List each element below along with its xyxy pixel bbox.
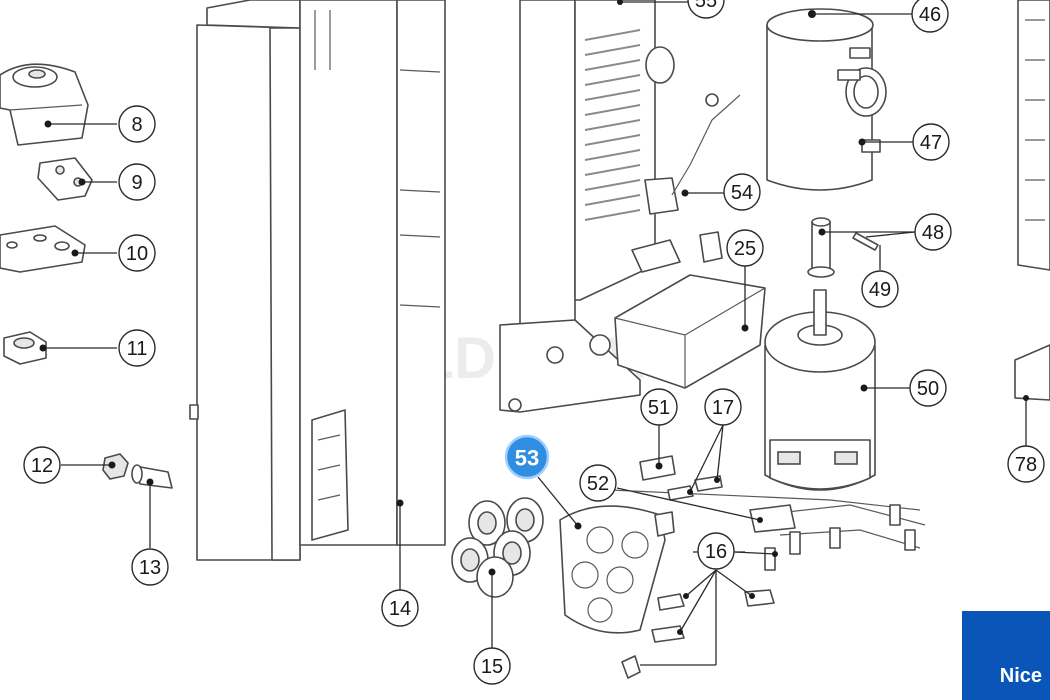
callout-part-15: 15 — [473, 647, 511, 685]
callout-label: 16 — [705, 541, 727, 563]
callout-label: 51 — [648, 397, 670, 419]
part-46-cylinder — [766, 8, 887, 191]
callout-part-14: 14 — [381, 589, 419, 627]
callout-part-13: 13 — [131, 548, 169, 586]
callout-label: 15 — [481, 656, 503, 678]
callout-part-49: 49 — [861, 270, 899, 308]
callout-part-25: 25 — [726, 229, 764, 267]
part-connector — [631, 231, 723, 273]
callout-part-52: 52 — [579, 464, 617, 502]
callout-label: 46 — [919, 4, 941, 26]
part-12-nut — [102, 453, 129, 480]
part-9-block — [37, 157, 93, 201]
callout-part-55: 55 — [687, 0, 725, 19]
part-11-nut — [3, 331, 47, 365]
callout-part-47: 47 — [912, 123, 950, 161]
part-15-plugs — [451, 497, 544, 598]
part-52-wiring — [609, 489, 926, 571]
callout-label: 48 — [922, 222, 944, 244]
callout-label: 17 — [712, 397, 734, 419]
part-25-block — [614, 274, 766, 389]
leader-lines — [39, 0, 1029, 666]
callout-part-12: 12 — [23, 446, 61, 484]
callout-label: 12 — [31, 455, 53, 477]
brand-badge: Nice — [962, 611, 1050, 700]
callout-part-53-highlighted: 53 — [504, 434, 550, 480]
callout-label: 10 — [126, 243, 148, 265]
callout-label: 52 — [587, 473, 609, 495]
callout-label: 9 — [131, 172, 142, 194]
callout-part-50: 50 — [909, 369, 947, 407]
part-17-screws — [667, 475, 723, 501]
part-10-plate — [0, 225, 86, 273]
brand-logo-text: Nice — [999, 665, 1042, 687]
callout-label: 53 — [515, 446, 539, 471]
callout-part-46: 46 — [911, 0, 949, 33]
callout-label: 13 — [139, 557, 161, 579]
callout-label: 11 — [127, 338, 148, 360]
callout-label: 55 — [695, 0, 717, 12]
callout-label: 25 — [734, 238, 756, 260]
callout-label: 14 — [389, 598, 411, 620]
callout-label: 47 — [920, 132, 942, 154]
callout-part-48: 48 — [914, 213, 952, 251]
callout-label: 49 — [869, 279, 891, 301]
part-53-plate — [559, 505, 675, 634]
part-50-motor — [764, 289, 876, 491]
callout-label: 54 — [731, 182, 753, 204]
part-55-housing — [499, 0, 675, 413]
part-78-edge — [1014, 0, 1050, 401]
callout-part-17: 17 — [704, 388, 742, 426]
part-54-clip — [644, 93, 741, 215]
callout-label: 78 — [1015, 454, 1037, 476]
callout-label: 50 — [917, 378, 939, 400]
callout-part-11: 11 — [118, 329, 156, 367]
callout-part-78: 78 — [1007, 445, 1045, 483]
callout-part-10: 10 — [118, 234, 156, 272]
part-48-shaft — [807, 217, 835, 278]
callout-part-8: 8 — [118, 105, 156, 143]
callout-part-51: 51 — [640, 388, 678, 426]
part-8-flange — [0, 63, 89, 146]
part-49-pin — [852, 232, 879, 251]
callout-part-16: 16 — [697, 532, 735, 570]
part-14-column — [189, 0, 446, 561]
part-13-pin — [131, 464, 173, 489]
housing-grille — [584, 29, 641, 221]
callout-part-9: 9 — [118, 163, 156, 201]
callout-label: 8 — [131, 114, 142, 136]
callout-part-54: 54 — [723, 173, 761, 211]
